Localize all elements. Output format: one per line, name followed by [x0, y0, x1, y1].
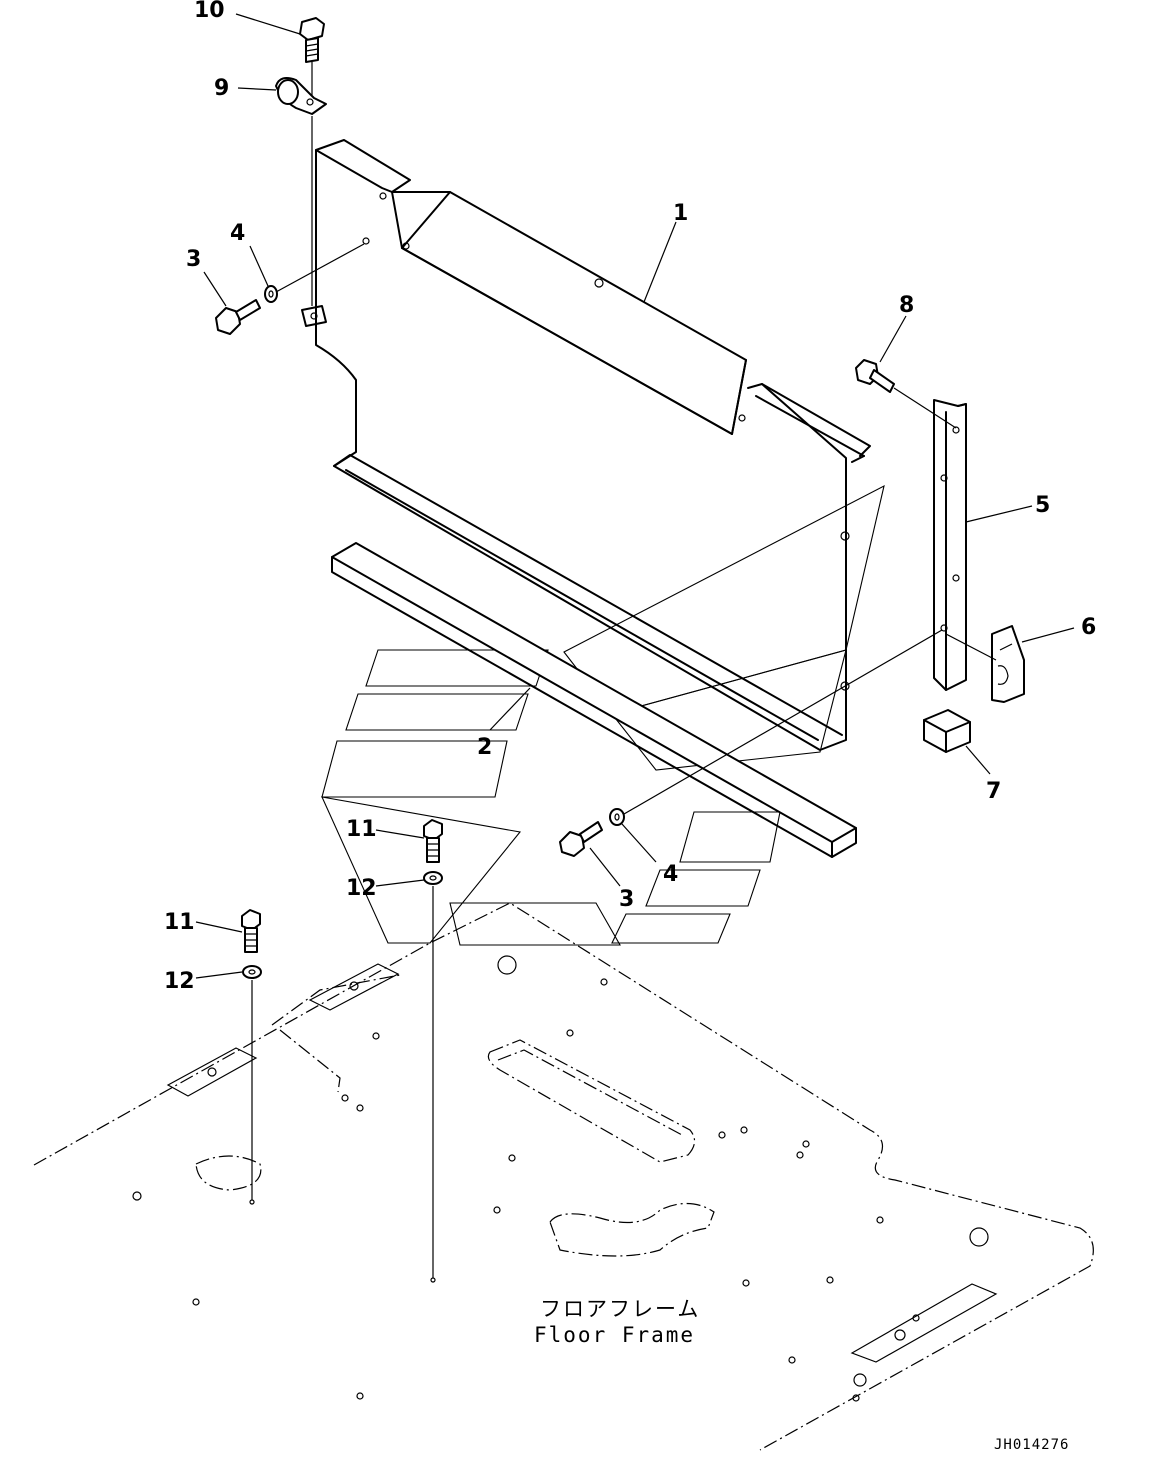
part-8-bolt	[855, 359, 895, 393]
callout-12-lower: 12	[164, 969, 195, 994]
leader-lines	[195, 13, 1075, 979]
part-2-strip	[331, 542, 857, 858]
floor-frame-label-jp: フロアフレーム	[540, 1297, 700, 1321]
part-3-bolt-lower	[559, 821, 603, 857]
callout-7: 7	[986, 779, 1001, 804]
callout-10: 10	[194, 0, 225, 23]
part-12-washer-a	[423, 871, 443, 885]
part-1-panel	[301, 139, 871, 751]
callout-3-lower: 3	[619, 887, 634, 912]
floor-frame-label-en: Floor Frame	[534, 1323, 695, 1347]
callout-9: 9	[214, 76, 229, 101]
part-6-clip	[991, 625, 1025, 703]
callout-4-upper: 4	[230, 221, 245, 246]
callout-1: 1	[673, 201, 688, 226]
callout-8: 8	[899, 293, 914, 318]
callout-2: 2	[477, 735, 492, 760]
callout-11-lower: 11	[164, 910, 195, 935]
part-10-bolt	[299, 17, 325, 63]
callout-5: 5	[1035, 493, 1050, 518]
part-11-bolt-b	[241, 909, 261, 953]
callout-6: 6	[1081, 615, 1096, 640]
callout-4-lower: 4	[663, 862, 678, 887]
part-9-clamp	[275, 77, 327, 115]
callouts: 10 9 1 4 3 8 5 6 2 7 11 4 12 3 11 12	[164, 0, 1096, 994]
part-3-bolt-upper	[215, 299, 261, 335]
part-12-washer-b	[242, 965, 262, 979]
floor-frame-label: フロアフレーム Floor Frame	[534, 1297, 700, 1347]
part-4-washer-upper	[264, 285, 278, 303]
part-5-bracket	[933, 399, 967, 691]
watermark-logo	[321, 484, 885, 946]
callout-11-upper: 11	[346, 817, 377, 842]
callout-3-upper: 3	[186, 247, 201, 272]
part-11-bolt-a	[423, 819, 443, 863]
callout-12-upper: 12	[346, 876, 377, 901]
part-4-washer-lower	[609, 808, 625, 826]
part-7-block	[923, 709, 971, 753]
drawing-code: JH014276	[994, 1437, 1069, 1453]
floor-frame	[33, 902, 1094, 1451]
assembly-lines	[249, 62, 997, 1283]
